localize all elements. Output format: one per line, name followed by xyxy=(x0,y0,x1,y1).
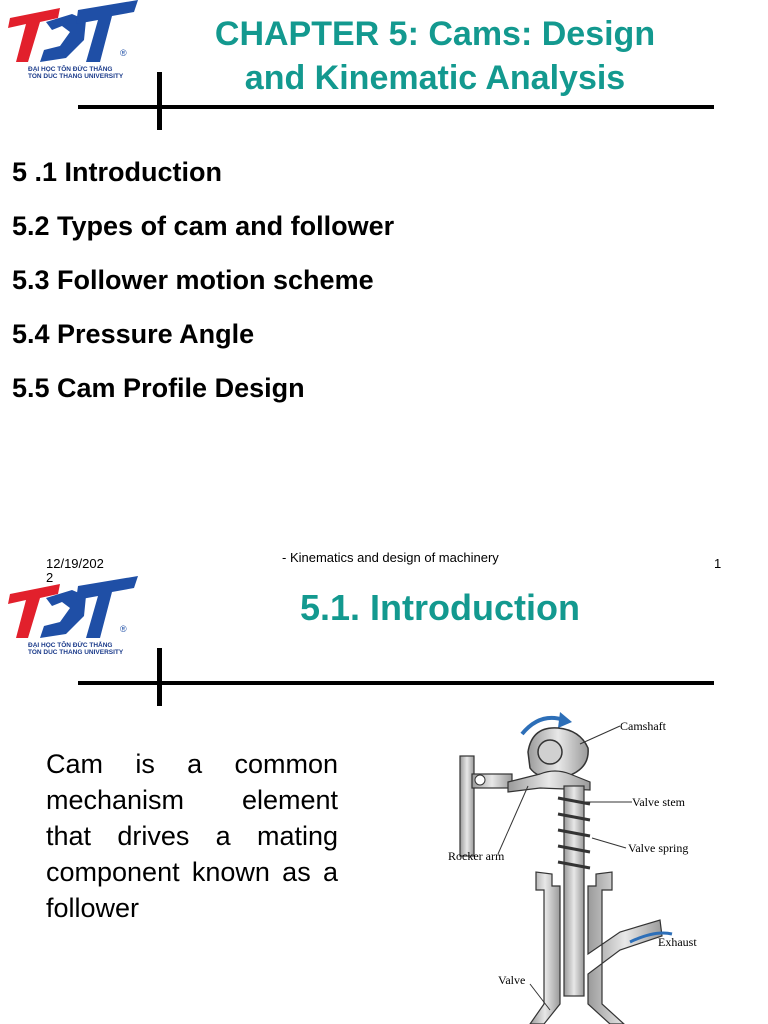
tdt-logo-icon: ® xyxy=(8,0,138,62)
slide-2: ® ĐẠI HỌC TÔN ĐỨC THẮNG TON DUC THANG UN… xyxy=(0,576,768,1024)
label-camshaft: Camshaft xyxy=(620,719,667,733)
chapter-title-line-2: and Kinematic Analysis xyxy=(244,59,626,97)
footer-course: - Kinematics and design of machinery xyxy=(282,550,499,565)
logo-line-2: TON DUC THANG UNIVERSITY xyxy=(28,73,124,80)
label-rocker-arm: Rocker arm xyxy=(448,849,505,863)
label-valve-stem: Valve stem xyxy=(632,795,686,809)
university-logo: ® ĐẠI HỌC TÔN ĐỨC THẮNG TON DUC THANG UN… xyxy=(0,576,140,656)
header-divider xyxy=(78,681,714,685)
footer-date: 12/19/202 xyxy=(46,556,104,571)
toc-item: 5 .1 Introduction xyxy=(12,157,223,187)
toc-item: 5.4 Pressure Angle xyxy=(12,319,255,349)
footer-page-number: 1 xyxy=(714,556,722,571)
header-vertical-rule xyxy=(157,648,162,706)
toc-item: 5.3 Follower motion scheme xyxy=(12,265,374,295)
camshaft-circle xyxy=(537,739,563,765)
svg-text:®: ® xyxy=(120,624,127,634)
intro-paragraph: Cam is a common mechanism element that d… xyxy=(46,749,338,923)
university-logo: ® ĐẠI HỌC TÔN ĐỨC THẮNG TON DUC THANG UN… xyxy=(0,0,140,80)
header-vertical-rule xyxy=(157,72,162,130)
toc-item: 5.2 Types of cam and follower xyxy=(12,211,395,241)
toc-item: 5.5 Cam Profile Design xyxy=(12,373,305,403)
header-divider xyxy=(78,105,714,109)
logo-line-1: ĐẠI HỌC TÔN ĐỨC THẮNG xyxy=(28,66,113,73)
tdt-logo-icon: ® xyxy=(8,576,138,638)
logo-line-2: TON DUC THANG UNIVERSITY xyxy=(28,649,124,656)
section-title: 5.1. Introduction xyxy=(299,587,580,628)
logo-line-1: ĐẠI HỌC TÔN ĐỨC THẮNG xyxy=(28,642,113,649)
exhaust-arrow-icon xyxy=(629,931,673,944)
valve-spring xyxy=(557,796,591,870)
chapter-title-line-1: CHAPTER 5: Cams: Design xyxy=(214,15,656,53)
slide-1: ® ĐẠI HỌC TÔN ĐỨC THẮNG TON DUC THANG UN… xyxy=(0,0,722,585)
label-valve: Valve xyxy=(498,973,525,987)
svg-text:®: ® xyxy=(120,48,127,58)
cam-valve-diagram: Camshaft Valve stem Valve spring Rocker … xyxy=(448,712,697,1024)
label-exhaust: Exhaust xyxy=(658,935,697,949)
label-valve-spring: Valve spring xyxy=(628,841,688,855)
valve-stem xyxy=(563,785,585,997)
rocker-mount xyxy=(459,755,475,857)
table-of-contents: 5 .1 Introduction 5.2 Types of cam and f… xyxy=(12,150,394,420)
chapter-title: CHAPTER 5: Cams: Design and Kinematic An… xyxy=(170,12,700,100)
